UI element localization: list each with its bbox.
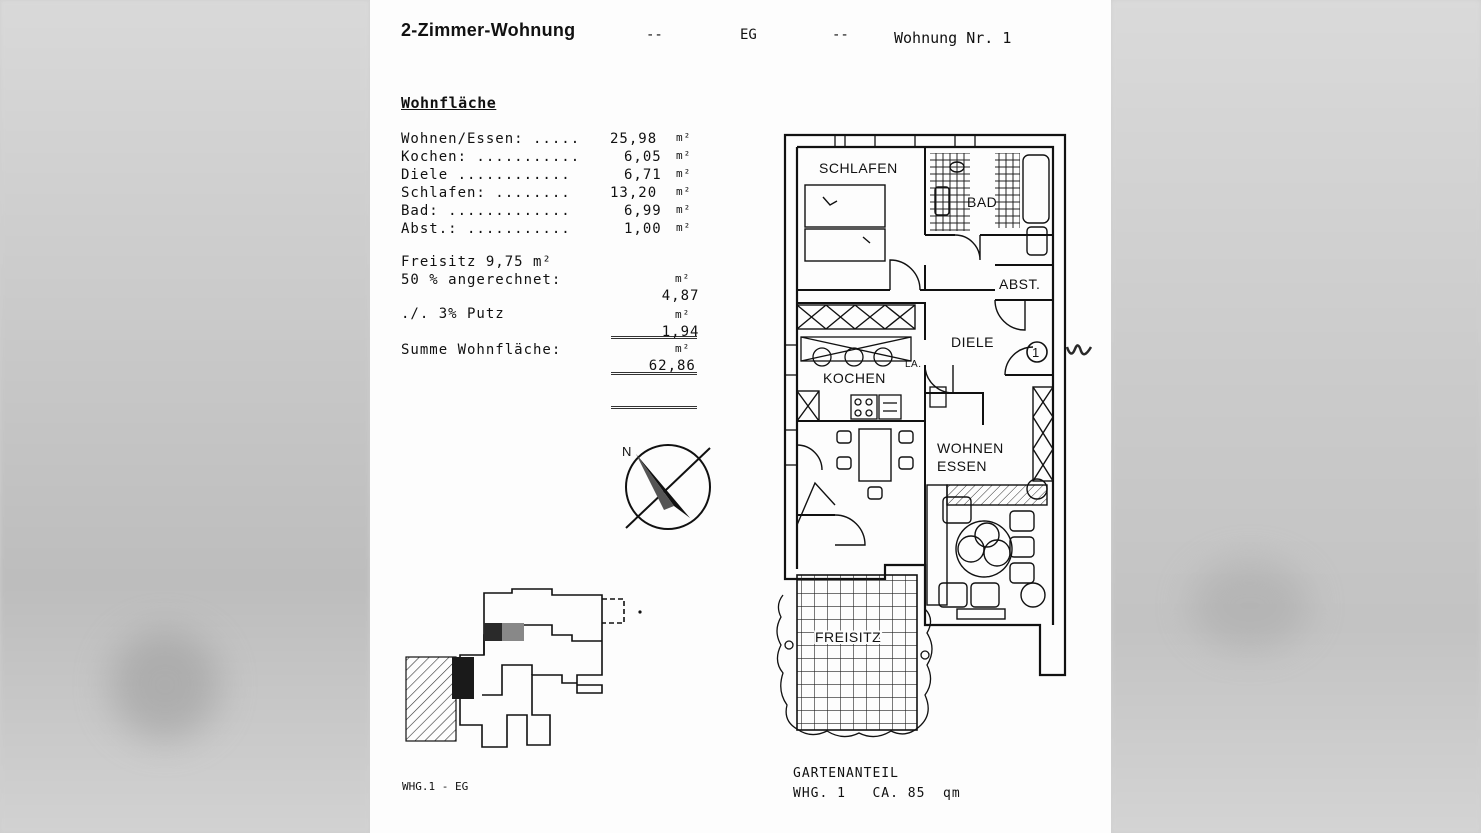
- angerechnet-number: 4,87: [661, 288, 700, 304]
- site-plan-garden-area: [405, 656, 457, 742]
- header-dash: --: [832, 27, 849, 43]
- armchair-icon: [942, 496, 972, 524]
- room-label: Kochen: ...........: [401, 149, 581, 165]
- room-value: 25,98: [610, 131, 658, 147]
- site-plan-unit-highlight: [452, 657, 474, 699]
- wardrobe-icon: [796, 304, 916, 330]
- handwritten-mark: [1065, 344, 1093, 356]
- garden-share-line2: WHG. 1 CA. 85 qm: [793, 786, 961, 801]
- compass-north-letter: N: [622, 444, 632, 459]
- room-label: Wohnen/Essen: .....: [401, 131, 581, 147]
- table-row: Schlafen: ........ 13,20 m²: [401, 185, 701, 203]
- floorplan-sheet: 2-Zimmer-Wohnung -- EG -- Wohnung Nr. 1 …: [370, 0, 1111, 833]
- room-value: 6,71: [624, 167, 662, 183]
- sofa-icon: [926, 484, 948, 606]
- room-label-abst: ABST.: [999, 276, 1040, 292]
- room-value: 6,05: [624, 149, 662, 165]
- room-label-schlafen: SCHLAFEN: [819, 160, 898, 176]
- floor-plan: 1 SCHLAFEN BAD ABST. DIELE LA. KOCHEN WO…: [776, 133, 1093, 738]
- unit-label: m²: [675, 342, 691, 355]
- putz-label: ./. 3% Putz: [401, 306, 505, 322]
- table-row: Bad: ............. 6,99 m²: [401, 203, 701, 221]
- backdrop-shadow: [1190, 560, 1310, 650]
- site-plan-caption: WHG.1 - EG: [402, 780, 469, 793]
- room-unit: m²: [676, 185, 692, 198]
- room-unit: m²: [676, 203, 692, 216]
- unit-label: m²: [675, 308, 691, 321]
- site-plan: [405, 588, 642, 748]
- area-heading: Wohnfläche: [401, 94, 497, 112]
- room-label-freisitz: FREISITZ: [815, 629, 881, 645]
- unit-marker-number: 1: [1032, 345, 1040, 360]
- unit-label: m²: [675, 272, 691, 285]
- kitchen-counter: [800, 336, 912, 362]
- room-unit: m²: [676, 149, 692, 162]
- angerechnet-label: 50 % angerechnet:: [401, 272, 562, 288]
- room-label-essen: ESSEN: [937, 458, 987, 474]
- table-row: Diele ............ 6,71 m²: [401, 167, 701, 185]
- room-label-wohnen: WOHNEN: [937, 440, 1004, 456]
- sink-icon: [934, 186, 950, 216]
- room-label-diele: DIELE: [951, 334, 994, 350]
- room-value: 1,00: [624, 221, 662, 237]
- sum-number: 62,86: [648, 358, 696, 374]
- room-label-bad: BAD: [967, 194, 997, 210]
- room-unit: m²: [676, 131, 692, 144]
- bed-icon: [804, 184, 886, 228]
- putz-value: 1,94 m²: [611, 308, 700, 375]
- apartment-number: Wohnung Nr. 1: [894, 29, 1012, 47]
- garden-share-line1: GARTENANTEIL: [793, 766, 899, 781]
- unit-marker: [1026, 341, 1048, 363]
- sum-label: Summe Wohnfläche:: [401, 342, 562, 358]
- sum-value: 62,86 m²: [611, 342, 697, 409]
- backdrop-shadow: [110, 630, 220, 740]
- coffee-table-icon: [955, 520, 1013, 578]
- table-row: Abst.: ........... 1,00 m²: [401, 221, 701, 239]
- north-arrow-icon: [636, 454, 690, 518]
- room-label-kochen: KOCHEN: [823, 370, 886, 386]
- dining-table-icon: [858, 428, 892, 482]
- floor-label: EG: [740, 27, 757, 43]
- document-title: 2-Zimmer-Wohnung: [401, 20, 576, 40]
- angerechnet-value: 4,87 m²: [611, 272, 700, 339]
- freisitz-terrace: [796, 574, 918, 731]
- freisitz-label: Freisitz 9,75 m²: [401, 254, 552, 270]
- table-row: Wohnen/Essen: ..... 25,98 m²: [401, 131, 701, 149]
- room-label: Diele ............: [401, 167, 571, 183]
- room-unit: m²: [676, 167, 692, 180]
- stove-icon: [850, 394, 878, 420]
- room-label: Abst.: ...........: [401, 221, 571, 237]
- area-table: Wohnen/Essen: ..... 25,98 m² Kochen: ...…: [401, 131, 701, 239]
- room-unit: m²: [676, 221, 692, 234]
- backdrop-right: [1111, 0, 1481, 833]
- putz-number: 1,94: [661, 324, 700, 340]
- table-row: Kochen: ........... 6,05 m²: [401, 149, 701, 167]
- room-label-la: LA.: [905, 359, 922, 370]
- room-label: Schlafen: ........: [401, 185, 571, 201]
- bathtub-icon: [1022, 154, 1050, 224]
- toilet-icon: [949, 161, 965, 173]
- room-value: 6,99: [624, 203, 662, 219]
- room-label: Bad: .............: [401, 203, 571, 219]
- header-dash: --: [646, 27, 663, 43]
- room-value: 13,20: [610, 185, 658, 201]
- compass-rose: N: [622, 444, 711, 530]
